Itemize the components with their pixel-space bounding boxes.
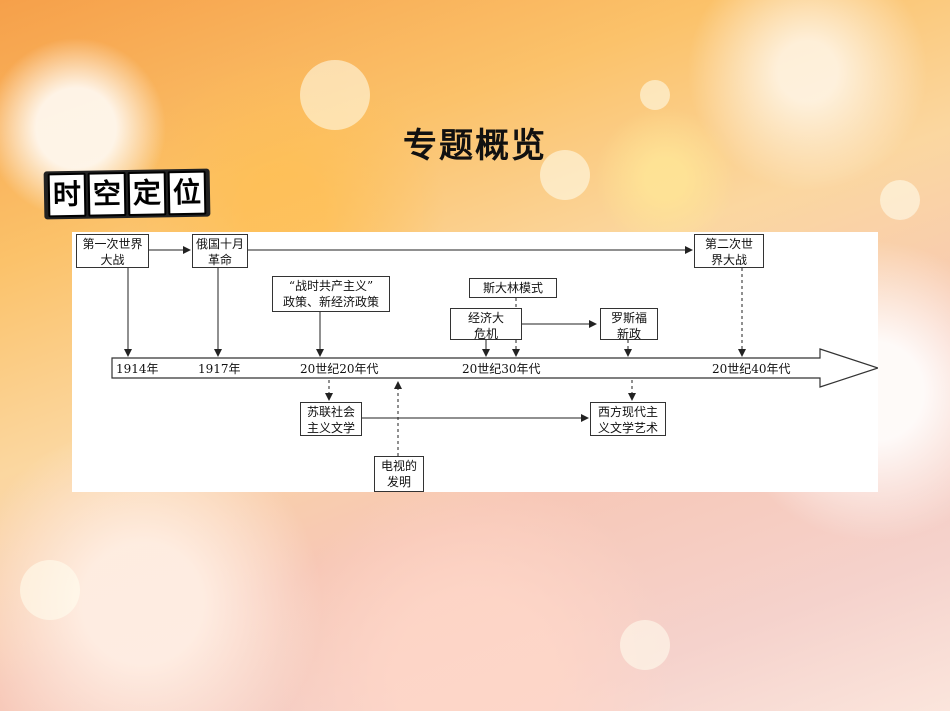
- event-western-modern-art: 西方现代主 义文学艺术: [590, 402, 666, 436]
- event-label: 电视的: [380, 459, 417, 473]
- section-badge: 时 空 定 位: [43, 168, 211, 220]
- event-label: 西方现代主: [597, 405, 658, 419]
- event-ww2: 第二次世界大战: [694, 234, 764, 268]
- time-axis-arrow: [111, 348, 878, 388]
- event-great-depression: 经济大 危机: [450, 308, 522, 341]
- event-label: 第二次世界大战: [704, 237, 753, 267]
- badge-char: 定: [127, 171, 167, 216]
- axis-label-1920s: 20世纪20年代: [300, 362, 379, 376]
- timeline-connectors: [111, 246, 878, 456]
- event-label: 罗斯福: [610, 311, 647, 325]
- event-label: “战时共产主义”: [288, 279, 374, 293]
- event-label: 苏联社会: [306, 405, 355, 419]
- event-label: 危机: [473, 327, 498, 341]
- event-soviet-literature: 苏联社会 主义文学: [300, 402, 362, 436]
- event-label: 发明: [386, 475, 411, 489]
- axis-label-1930s: 20世纪30年代: [462, 362, 541, 376]
- badge-char: 位: [167, 170, 207, 216]
- event-label: 义文学艺术: [597, 421, 658, 435]
- event-stalin-model: 斯大林模式: [469, 278, 557, 298]
- event-label: 经济大: [467, 311, 504, 325]
- event-label: 第一次世界大战: [82, 237, 143, 267]
- page-title: 专题概览: [403, 126, 547, 166]
- axis-label-1940s: 20世纪40年代: [712, 362, 791, 376]
- event-label: 斯大林模式: [482, 281, 543, 295]
- timeline-diagram: 第一次世界大战 俄国十月革命 第二次世界大战 “战时共产主义” 政策、新经济政策…: [72, 232, 878, 492]
- event-war-communism: “战时共产主义” 政策、新经济政策: [272, 276, 390, 312]
- badge-char: 空: [87, 172, 127, 217]
- event-roosevelt-new-deal: 罗斯福 新政: [600, 308, 658, 341]
- event-october-revolution: 俄国十月革命: [192, 234, 248, 268]
- axis-label-1917: 1917年: [198, 362, 241, 376]
- event-label: 俄国十月革命: [195, 237, 244, 267]
- badge-char: 时: [47, 172, 87, 218]
- event-tv-invention: 电视的 发明: [374, 456, 424, 492]
- event-label: 政策、新经济政策: [282, 295, 379, 309]
- axis-label-1914: 1914年: [116, 362, 159, 376]
- event-ww1: 第一次世界大战: [76, 234, 149, 268]
- event-label: 主义文学: [306, 421, 355, 435]
- event-label: 新政: [616, 327, 641, 341]
